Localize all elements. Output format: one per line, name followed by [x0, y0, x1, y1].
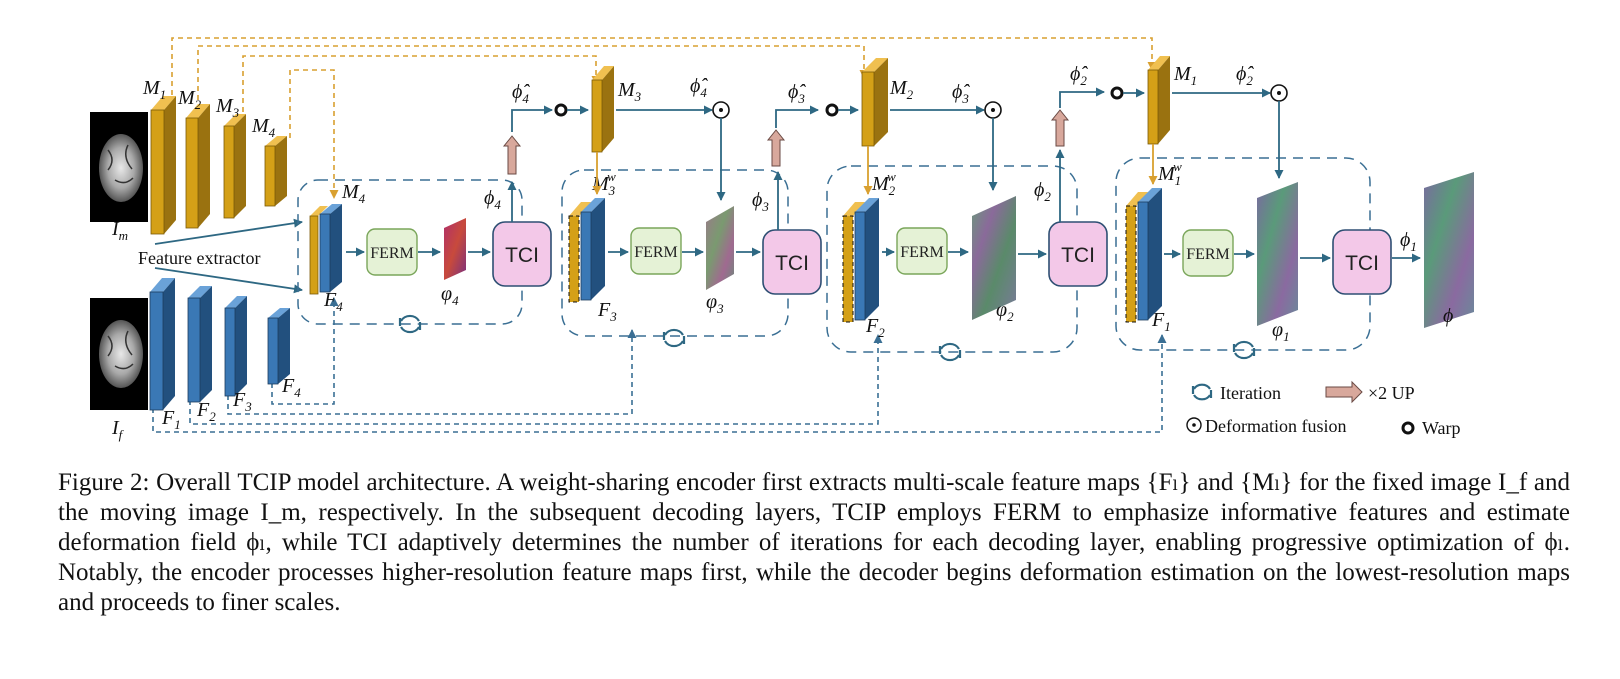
- legend: Iteration ×2 UP Deformation fusion Warp: [1186, 380, 1461, 438]
- moving-image-label: Im: [111, 218, 128, 243]
- ferm-block-1: [1182, 229, 1234, 277]
- ferm-block-4: [366, 228, 418, 276]
- svg-text:ϕ̂3: ϕ̂3: [952, 81, 970, 106]
- svg-text:ϕ: ϕ: [1443, 305, 1453, 327]
- warped-moving-maps: M3 M2 M1: [591, 56, 1197, 153]
- svg-text:φ2: φ2: [996, 299, 1014, 324]
- iteration-loop-icons: [398, 314, 1256, 362]
- legend-fusion: Deformation fusion: [1186, 416, 1346, 436]
- svg-text:Iteration: Iteration: [1220, 383, 1281, 403]
- svg-text:M4: M4: [341, 181, 366, 206]
- feature-map-m1: M1: [142, 77, 176, 235]
- moving-feature-skip-lines: [171, 37, 1157, 199]
- upsample-arrows: [502, 109, 1070, 175]
- f1-label: F1: [161, 407, 181, 432]
- architecture-diagram: Im If M1 M2 M3 M4: [90, 37, 1474, 442]
- feature-map-f4: F4: [267, 308, 301, 400]
- deformation-field-2: [972, 196, 1016, 320]
- svg-text:ϕ4: ϕ4: [484, 187, 501, 212]
- f3-label: F3: [232, 389, 252, 414]
- decoder-stage-4: M4 F4 FERM φ4 TCI ϕ4: [309, 181, 552, 314]
- svg-text:TCI: TCI: [1061, 244, 1095, 267]
- svg-text:FERM: FERM: [1186, 246, 1230, 263]
- tci-block-1: [1332, 229, 1392, 295]
- f2-label: F2: [196, 399, 216, 424]
- svg-text:F1: F1: [1151, 309, 1171, 334]
- svg-text:TCI: TCI: [1345, 252, 1379, 275]
- warp-feed-lines: [511, 87, 1105, 132]
- feature-map-f2: F2: [187, 286, 216, 424]
- feature-map-f1: F1: [149, 278, 181, 432]
- svg-text:Warp: Warp: [1422, 418, 1461, 438]
- svg-text:F4: F4: [323, 289, 343, 314]
- svg-text:ϕ̂3: ϕ̂3: [788, 81, 806, 106]
- feature-map-f3: F3: [224, 296, 252, 414]
- m1-label: M1: [142, 77, 166, 102]
- svg-text:ϕ̂2: ϕ̂2: [1070, 63, 1088, 88]
- figure-caption: Figure 2: Overall TCIP model architectur…: [58, 469, 1570, 616]
- svg-text:φ4: φ4: [441, 283, 459, 308]
- fixed-feature-maps: F1 F2 F3 F4: [149, 278, 301, 432]
- svg-text:M2: M2: [889, 77, 914, 102]
- decoder-stage-2: M2w F2 FERM φ2 TCI ϕ2: [842, 149, 1108, 340]
- feature-extractor-arrows: [154, 218, 303, 294]
- svg-text:M3: M3: [617, 79, 642, 104]
- svg-text:F2: F2: [865, 315, 885, 340]
- ferm-block-3: [630, 227, 682, 275]
- deformation-field-3: [706, 206, 734, 290]
- svg-text:FERM: FERM: [370, 245, 414, 262]
- svg-text:M1w: M1w: [1157, 159, 1182, 188]
- m4-label: M4: [251, 115, 276, 140]
- warp-ops: [554, 86, 1124, 117]
- legend-iteration: Iteration: [1191, 383, 1281, 403]
- svg-text:FERM: FERM: [634, 244, 678, 261]
- fixed-feature-skip-lines: [152, 297, 1167, 433]
- svg-text:×2 UP: ×2 UP: [1368, 383, 1415, 403]
- feature-map-m3: M3: [215, 95, 246, 219]
- svg-text:FERM: FERM: [900, 244, 944, 261]
- deformation-field-1: [1257, 182, 1298, 326]
- svg-text:ϕ̂4: ϕ̂4: [512, 81, 530, 106]
- m2-label: M2: [177, 87, 202, 112]
- tci-block-2: [1048, 221, 1108, 287]
- tci-block-4: [492, 221, 552, 287]
- fixed-image: If: [90, 298, 148, 442]
- svg-text:ϕ3: ϕ3: [752, 189, 769, 214]
- legend-upsample: ×2 UP: [1325, 380, 1415, 404]
- svg-text:ϕ̂4: ϕ̂4: [690, 75, 708, 100]
- svg-text:Deformation fusion: Deformation fusion: [1205, 416, 1346, 436]
- svg-text:φ1: φ1: [1272, 319, 1290, 344]
- svg-text:M2w: M2w: [871, 169, 896, 198]
- m3-label: M3: [215, 95, 240, 120]
- decoder-stage-1: M1w F1 FERM φ1 TCI ϕ1 ϕ: [1125, 159, 1474, 344]
- legend-warp: Warp: [1401, 418, 1461, 438]
- ferm-block-2: [896, 227, 948, 275]
- svg-text:TCI: TCI: [505, 244, 539, 267]
- feature-map-m2: M2: [177, 87, 210, 229]
- tci-block-3: [762, 229, 822, 295]
- moving-feature-maps: M1 M2 M3 M4: [142, 77, 287, 235]
- svg-text:F3: F3: [597, 299, 617, 324]
- svg-text:M3w: M3w: [591, 169, 616, 198]
- fixed-image-label: If: [111, 417, 125, 442]
- deformation-field-4: [444, 218, 466, 280]
- svg-text:φ3: φ3: [706, 291, 724, 316]
- svg-text:ϕ̂2: ϕ̂2: [1236, 63, 1254, 88]
- f4-label: F4: [281, 375, 301, 400]
- svg-text:M1: M1: [1173, 63, 1197, 88]
- moving-image: Im: [90, 112, 148, 243]
- svg-text:TCI: TCI: [775, 252, 809, 275]
- svg-text:ϕ2: ϕ2: [1034, 179, 1051, 204]
- final-deformation-field: [1424, 172, 1474, 328]
- svg-text:ϕ1: ϕ1: [1400, 229, 1417, 254]
- decoder-stage-3: M3w F3 FERM φ3 TCI ϕ3: [568, 169, 822, 324]
- feature-extractor-label: Feature extractor: [138, 248, 260, 268]
- feature-map-m4: M4: [251, 115, 287, 207]
